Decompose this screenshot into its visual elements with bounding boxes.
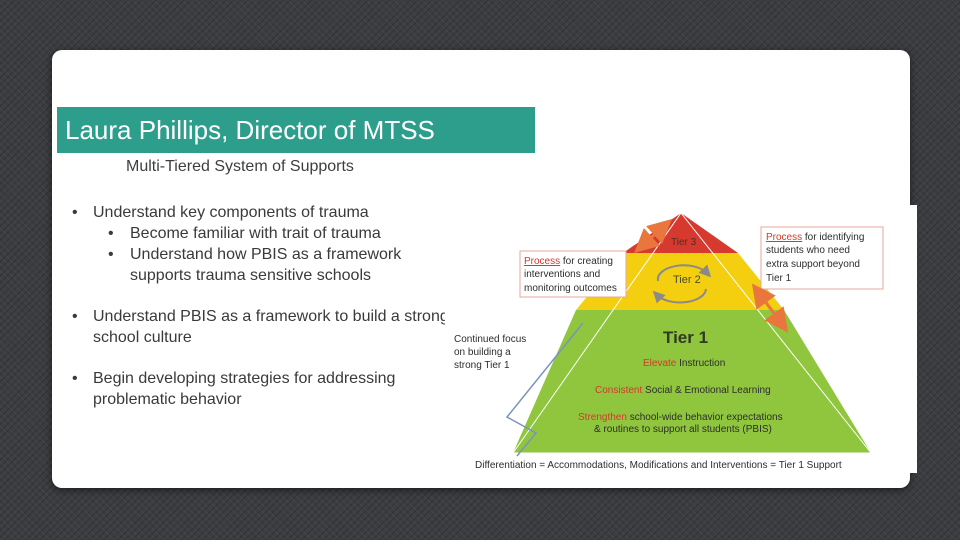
tier1-item-strengthen: Strengthen school-wide behavior expectat… <box>578 412 783 423</box>
process-box-right-line4: Tier 1 <box>766 273 792 284</box>
bullet-marker: • <box>108 246 114 263</box>
bullet-text: Understand key components of trauma <box>93 204 369 221</box>
tier1-item-strengthen-line2: & routines to support all students (PBIS… <box>594 424 772 435</box>
tier1-band <box>513 310 871 453</box>
tier2-band <box>576 253 784 310</box>
mtss-pyramid-diagram: Tier 3 Tier 2 Tier 1 Elevate Instruction… <box>445 205 917 473</box>
bracket-icon <box>505 322 584 457</box>
bullet-marker: • <box>72 204 78 221</box>
bullet-marker: • <box>72 370 78 387</box>
bullet-list: • Understand key components of trauma • … <box>66 202 456 430</box>
bullet-text: Begin developing strategies for addressi… <box>93 370 396 408</box>
tier3-label: Tier 3 <box>671 237 697 248</box>
continued-focus-line2: on building a <box>454 347 511 358</box>
process-box-right <box>760 226 884 290</box>
slide-subtitle: Multi-Tiered System of Supports <box>126 158 354 175</box>
process-box-left-line2: interventions and <box>524 269 600 280</box>
bullet-marker: • <box>108 225 114 242</box>
process-box-right-line2: students who need <box>766 245 850 256</box>
process-box-right-line1: Process for identifying <box>766 232 864 243</box>
cycle-arrow-icon <box>652 288 707 304</box>
bullet-item-trauma: • Understand key components of trauma • … <box>66 202 456 286</box>
sub-bullet-item: • Understand how PBIS as a framework sup… <box>66 244 456 286</box>
sub-bullet-item: • Become familiar with trait of trauma <box>66 223 456 244</box>
process-box-left-line3: monitoring outcomes <box>524 283 617 294</box>
tier1-label: Tier 1 <box>663 328 708 347</box>
bullet-item-pbis: • Understand PBIS as a framework to buil… <box>66 306 456 348</box>
double-arrow-icon <box>751 283 789 333</box>
process-box-left <box>519 250 627 298</box>
sub-bullet-text: Understand how PBIS as a framework suppo… <box>130 246 402 284</box>
bullet-marker: • <box>72 308 78 325</box>
tier1-item-consistent: Consistent Social & Emotional Learning <box>595 385 771 396</box>
pyramid-outline <box>512 212 873 454</box>
bullet-text: Understand PBIS as a framework to build … <box>93 308 449 346</box>
diagram-footer: Differentiation = Accommodations, Modifi… <box>475 460 842 471</box>
bullet-item-strategies: • Begin developing strategies for addres… <box>66 368 456 410</box>
continued-focus-line3: strong Tier 1 <box>454 360 510 371</box>
continued-focus-line1: Continued focus <box>454 334 526 345</box>
cycle-arrow-icon <box>656 264 712 282</box>
process-box-right-line3: extra support beyond <box>766 259 860 270</box>
tier2-label: Tier 2 <box>673 274 701 286</box>
tier1-item-elevate: Elevate Instruction <box>643 358 725 369</box>
process-box-left-line1: Process for creating <box>524 256 613 267</box>
sub-bullet-text: Become familiar with trait of trauma <box>130 225 381 242</box>
double-arrow-icon <box>634 218 672 254</box>
slide-title: Laura Phillips, Director of MTSS <box>57 107 535 153</box>
